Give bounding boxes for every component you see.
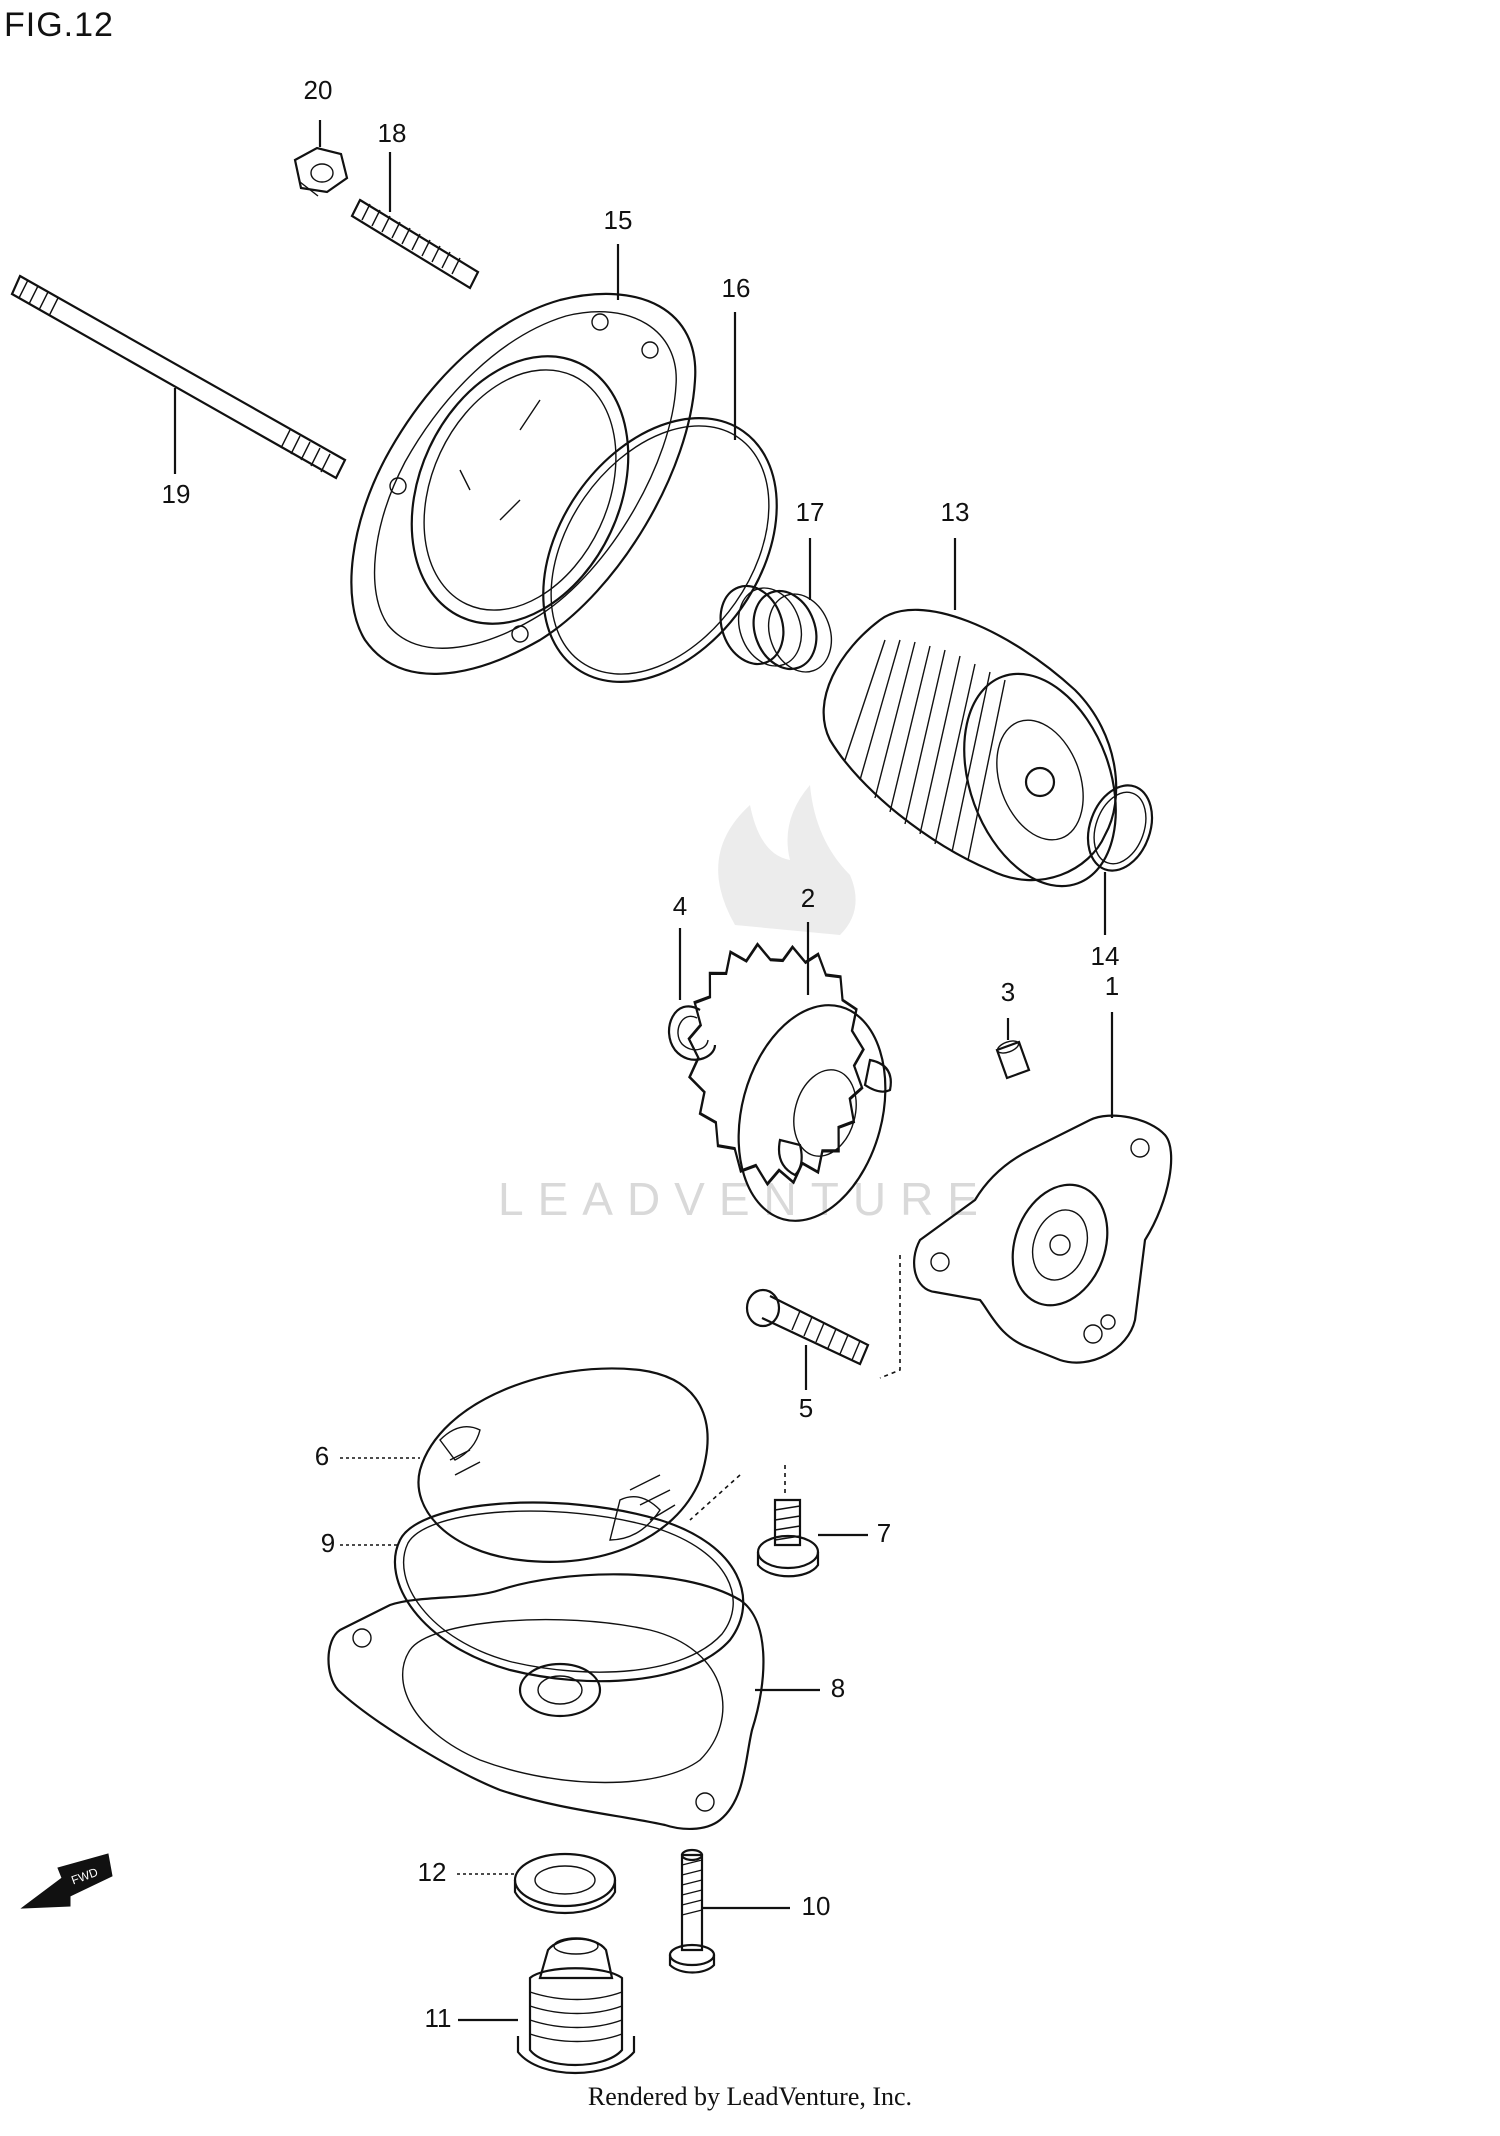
callout-5: 5	[799, 1393, 813, 1423]
part-18-stud	[350, 198, 480, 290]
callout-10: 10	[802, 1891, 831, 1921]
fwd-arrow-icon: FWD	[20, 1853, 113, 1909]
callout-8: 8	[831, 1673, 845, 1703]
watermark-text: LEADVENTURE	[498, 1173, 992, 1225]
part-4-circlip	[667, 1005, 717, 1061]
flame-logo-icon	[718, 785, 856, 935]
part-13-oil-filter	[822, 608, 1118, 888]
part-5-bolt	[745, 1288, 870, 1366]
callout-11: 11	[425, 2003, 452, 2033]
watermark: LEADVENTURE	[498, 785, 992, 1225]
assembly-guide-5	[879, 1255, 901, 1379]
part-12-washer	[513, 1852, 617, 1915]
part-1-oil-pump	[913, 1114, 1173, 1364]
assembly-guide-7	[689, 1465, 786, 1521]
figure-title: FIG.12	[4, 6, 114, 44]
part-14-o-ring	[1086, 784, 1154, 872]
callout-6: 6	[315, 1441, 329, 1471]
callout-9: 9	[321, 1528, 335, 1558]
part-8-oil-pan	[327, 1573, 765, 1830]
part-6-strainer	[417, 1367, 709, 1563]
part-7-bolt	[756, 1498, 820, 1578]
callout-labels: 20 18 15 16 19 17 13 14 4 2 3 1 5 6 7 9 …	[162, 75, 1120, 2033]
part-10-bolt	[668, 1848, 716, 1974]
part-17-spring	[719, 584, 833, 673]
part-19-long-stud	[10, 274, 347, 480]
callout-4: 4	[673, 891, 687, 921]
part-2-gear	[687, 942, 892, 1222]
callout-18: 18	[378, 118, 407, 148]
callout-16: 16	[722, 273, 751, 303]
part-15-cover	[350, 292, 697, 675]
callout-3: 3	[1001, 977, 1015, 1007]
callout-12: 12	[418, 1857, 447, 1887]
part-11-drain-plug	[516, 1937, 636, 2075]
callout-14: 14	[1091, 941, 1120, 971]
part-3-pin	[995, 1040, 1031, 1080]
callout-15: 15	[604, 205, 633, 235]
callout-7: 7	[877, 1518, 891, 1548]
part-16-o-ring	[542, 416, 778, 684]
callout-20: 20	[304, 75, 333, 105]
callout-17: 17	[796, 497, 825, 527]
part-20-nut	[293, 146, 349, 197]
render-credit: Rendered by LeadVenture, Inc.	[587, 2082, 913, 2111]
callout-13: 13	[941, 497, 970, 527]
callout-1: 1	[1105, 971, 1119, 1001]
part-9-gasket	[394, 1501, 745, 1683]
callout-2: 2	[801, 883, 815, 913]
callout-19: 19	[162, 479, 191, 509]
